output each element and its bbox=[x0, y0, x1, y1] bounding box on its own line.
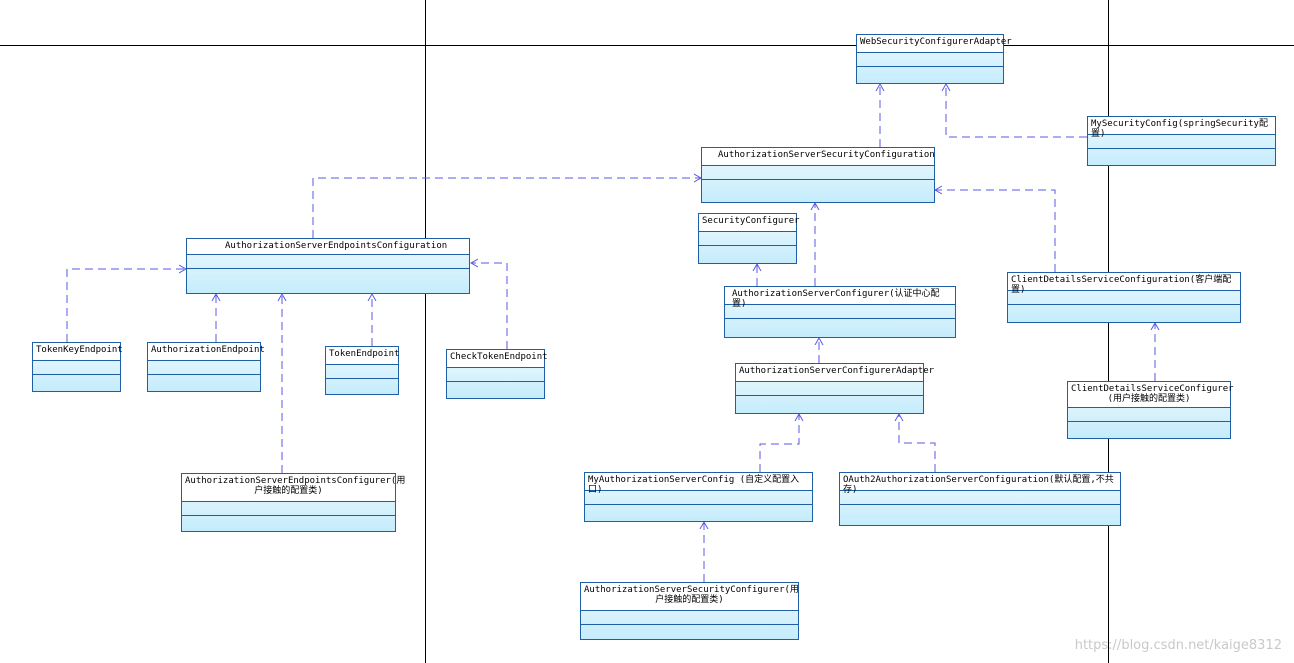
class-authorization-server-security-configurer[interactable]: AuthorizationServerSecurityConfigurer(用户… bbox=[580, 582, 799, 640]
class-name: OAuth2AuthorizationServerConfiguration(默… bbox=[840, 473, 1120, 495]
class-attributes bbox=[702, 166, 934, 180]
class-authorization-server-security-configuration[interactable]: AuthorizationServerSecurityConfiguration bbox=[701, 147, 935, 203]
guide-line-horizontal bbox=[0, 45, 1294, 46]
class-name: ClientDetailsServiceConfigurer (用户接触的配置类… bbox=[1068, 382, 1234, 408]
class-client-details-service-configuration[interactable]: ClientDetailsServiceConfiguration(客户端配置) bbox=[1007, 272, 1241, 323]
class-name: AuthorizationServerEndpointsConfigurer(用… bbox=[182, 474, 405, 502]
class-authorization-server-configurer-adapter[interactable]: AuthorizationServerConfigurerAdapter bbox=[735, 363, 934, 414]
class-attributes bbox=[1068, 408, 1230, 422]
class-attributes bbox=[725, 305, 955, 319]
class-check-token-endpoint[interactable]: CheckTokenEndpoint bbox=[446, 349, 548, 399]
class-attributes bbox=[736, 382, 923, 396]
class-attributes bbox=[447, 368, 544, 382]
class-token-endpoint[interactable]: TokenEndpoint bbox=[325, 346, 399, 395]
guide-line-vertical-left bbox=[425, 0, 426, 663]
class-name: AuthorizationServerConfigurer(认证中心配置) bbox=[725, 287, 955, 309]
edge-mysecurity-to-websecurity bbox=[946, 84, 1087, 138]
class-authorization-endpoint[interactable]: AuthorizationEndpoint bbox=[147, 342, 265, 392]
class-name: AuthorizationServerEndpointsConfiguratio… bbox=[187, 239, 469, 255]
class-web-security-configurer-adapter[interactable]: WebSecurityConfigurerAdapter bbox=[856, 34, 1012, 84]
edge-oauth2-to-adapter bbox=[899, 414, 936, 472]
class-attributes bbox=[581, 611, 798, 625]
class-attributes bbox=[1008, 291, 1240, 305]
class-attributes bbox=[585, 491, 812, 505]
class-name: MySecurityConfig(springSecurity配置) bbox=[1088, 117, 1275, 139]
edge-checktoken-to-endpoints bbox=[471, 263, 508, 349]
class-security-configurer[interactable]: SecurityConfigurer bbox=[698, 213, 800, 264]
class-my-security-config[interactable]: MySecurityConfig(springSecurity配置) bbox=[1087, 116, 1276, 166]
class-attributes bbox=[857, 53, 1003, 67]
edge-endpoints-config-to-sec-config bbox=[312, 178, 701, 238]
class-name: WebSecurityConfigurerAdapter bbox=[857, 35, 1012, 53]
class-authorization-server-configurer[interactable]: AuthorizationServerConfigurer(认证中心配置) bbox=[724, 286, 956, 338]
class-attributes bbox=[148, 361, 260, 375]
class-authorization-server-endpoints-configurer[interactable]: AuthorizationServerEndpointsConfigurer(用… bbox=[181, 473, 405, 532]
class-name: SecurityConfigurer bbox=[699, 214, 800, 232]
class-name: AuthorizationServerConfigurerAdapter bbox=[736, 364, 934, 382]
class-attributes bbox=[326, 365, 398, 379]
class-name: AuthorizationEndpoint bbox=[148, 343, 265, 361]
edge-myauth-to-adapter bbox=[759, 414, 799, 472]
guide-line-vertical-right bbox=[1108, 0, 1109, 663]
edge-clientdetails-to-sec-config bbox=[935, 190, 1056, 272]
class-authorization-server-endpoints-configuration[interactable]: AuthorizationServerEndpointsConfiguratio… bbox=[186, 238, 470, 294]
class-token-key-endpoint[interactable]: TokenKeyEndpoint bbox=[32, 342, 123, 392]
class-name: MyAuthorizationServerConfig (自定义配置入口) bbox=[585, 473, 812, 495]
class-client-details-service-configurer[interactable]: ClientDetailsServiceConfigurer (用户接触的配置类… bbox=[1067, 381, 1234, 439]
class-name: TokenEndpoint bbox=[326, 347, 399, 365]
class-name: CheckTokenEndpoint bbox=[447, 350, 548, 368]
class-attributes bbox=[33, 361, 120, 375]
class-name: AuthorizationServerSecurityConfiguration bbox=[702, 148, 935, 166]
class-attributes bbox=[1088, 135, 1275, 149]
class-oauth2-authorization-server-configuration[interactable]: OAuth2AuthorizationServerConfiguration(默… bbox=[839, 472, 1121, 526]
class-attributes bbox=[699, 232, 796, 246]
class-attributes bbox=[840, 491, 1120, 505]
class-name: TokenKeyEndpoint bbox=[33, 343, 123, 361]
class-name: AuthorizationServerSecurityConfigurer(用户… bbox=[581, 583, 799, 611]
watermark: https://blog.csdn.net/kaige8312 bbox=[1074, 638, 1282, 653]
class-my-authorization-server-config[interactable]: MyAuthorizationServerConfig (自定义配置入口) bbox=[584, 472, 813, 522]
class-attributes bbox=[187, 255, 469, 269]
class-attributes bbox=[182, 502, 395, 516]
edge-tokenkey-to-endpoints bbox=[66, 269, 186, 342]
class-name: ClientDetailsServiceConfiguration(客户端配置) bbox=[1008, 273, 1240, 295]
